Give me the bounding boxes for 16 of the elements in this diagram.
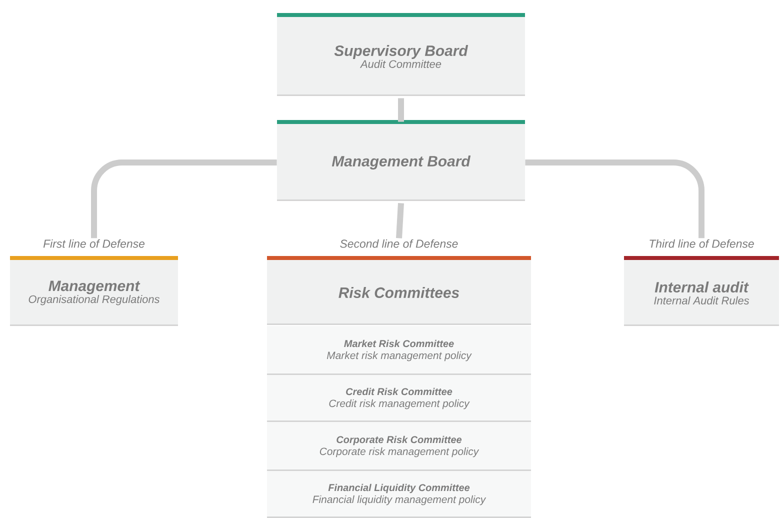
committee-box: Credit Risk Committee Credit risk management policy	[267, 375, 531, 422]
org-box: Risk Committees	[267, 256, 531, 325]
connector-line	[91, 160, 277, 238]
org-box: Supervisory Board Audit Committee	[277, 13, 525, 96]
connector-line	[396, 203, 404, 238]
line-label: First line of Defense	[43, 239, 144, 248]
org-box: Internal audit Internal Audit Rules	[624, 256, 779, 326]
line-label: Third line of Defense	[650, 239, 754, 248]
connector-line	[398, 98, 404, 122]
committee-box: Corporate Risk Committee Corporate risk management policy	[267, 422, 531, 471]
org-box: Management Board	[277, 120, 525, 201]
committee-box: Financial Liquidity Committee Financial liquidity management policy	[267, 471, 531, 518]
committee-box: Market Risk Committee Market risk management policy	[267, 326, 531, 375]
connector-line	[525, 160, 704, 238]
line-label: Second line of Defense	[340, 239, 458, 248]
org-box: Management Organisational Regulations	[10, 256, 178, 326]
